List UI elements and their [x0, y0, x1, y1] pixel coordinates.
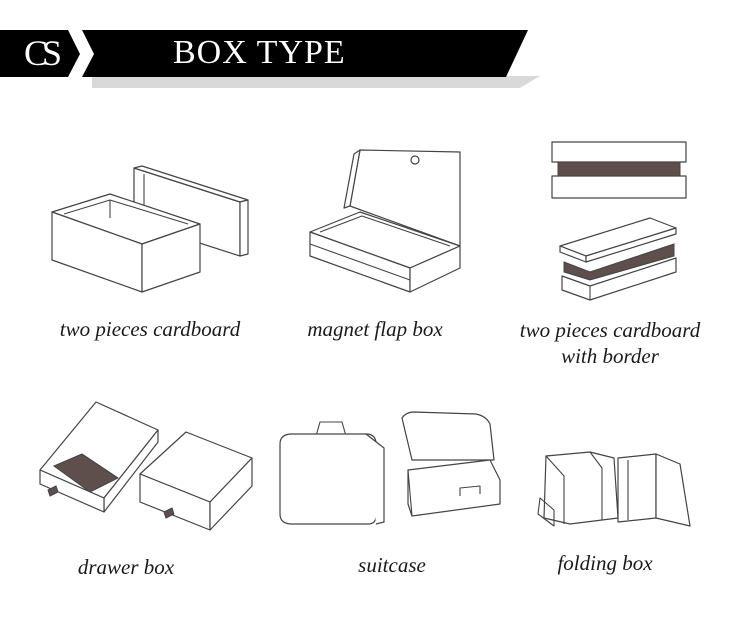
caption-folding-box: folding box: [557, 551, 653, 575]
handle-icon: [459, 485, 481, 496]
caption-two-pieces-cardboard-border: two pieces cardboard: [519, 318, 701, 342]
banner-shape: [0, 30, 540, 88]
drawer-box-illustration: [39, 401, 253, 531]
box-type-drawer: drawer box: [36, 400, 256, 590]
two-piece-box-illustration: [51, 165, 249, 293]
box-type-folding: folding box: [530, 440, 710, 590]
brand-logo: CS: [23, 33, 62, 73]
handle-icon: [315, 421, 347, 437]
two-piece-border-box-illustration: [551, 141, 687, 301]
arrow-icon: [47, 485, 59, 497]
box-type-two-pieces-border: two pieces cardboard with border: [500, 140, 720, 380]
suitcase-box-illustration: [279, 411, 501, 525]
caption-drawer-box: drawer box: [77, 555, 175, 579]
magnet-flap-box-illustration: [309, 149, 461, 293]
caption-two-pieces-cardboard: two pieces cardboard: [59, 317, 241, 341]
page-title: BOX TYPE: [173, 34, 346, 71]
caption-magnet-flap-box: magnet flap box: [307, 317, 443, 341]
arrow-icon: [163, 507, 175, 519]
box-type-magnet-flap: magnet flap box: [280, 140, 470, 350]
header-banner: CS BOX TYPE: [0, 0, 750, 90]
caption-with-border: with border: [561, 344, 659, 368]
box-type-suitcase: suitcase: [272, 410, 512, 580]
magnet-icon: [410, 155, 420, 165]
folding-box-illustration: [537, 451, 691, 527]
caption-suitcase: suitcase: [358, 553, 426, 577]
box-type-two-pieces-cardboard: two pieces cardboard: [40, 160, 260, 350]
